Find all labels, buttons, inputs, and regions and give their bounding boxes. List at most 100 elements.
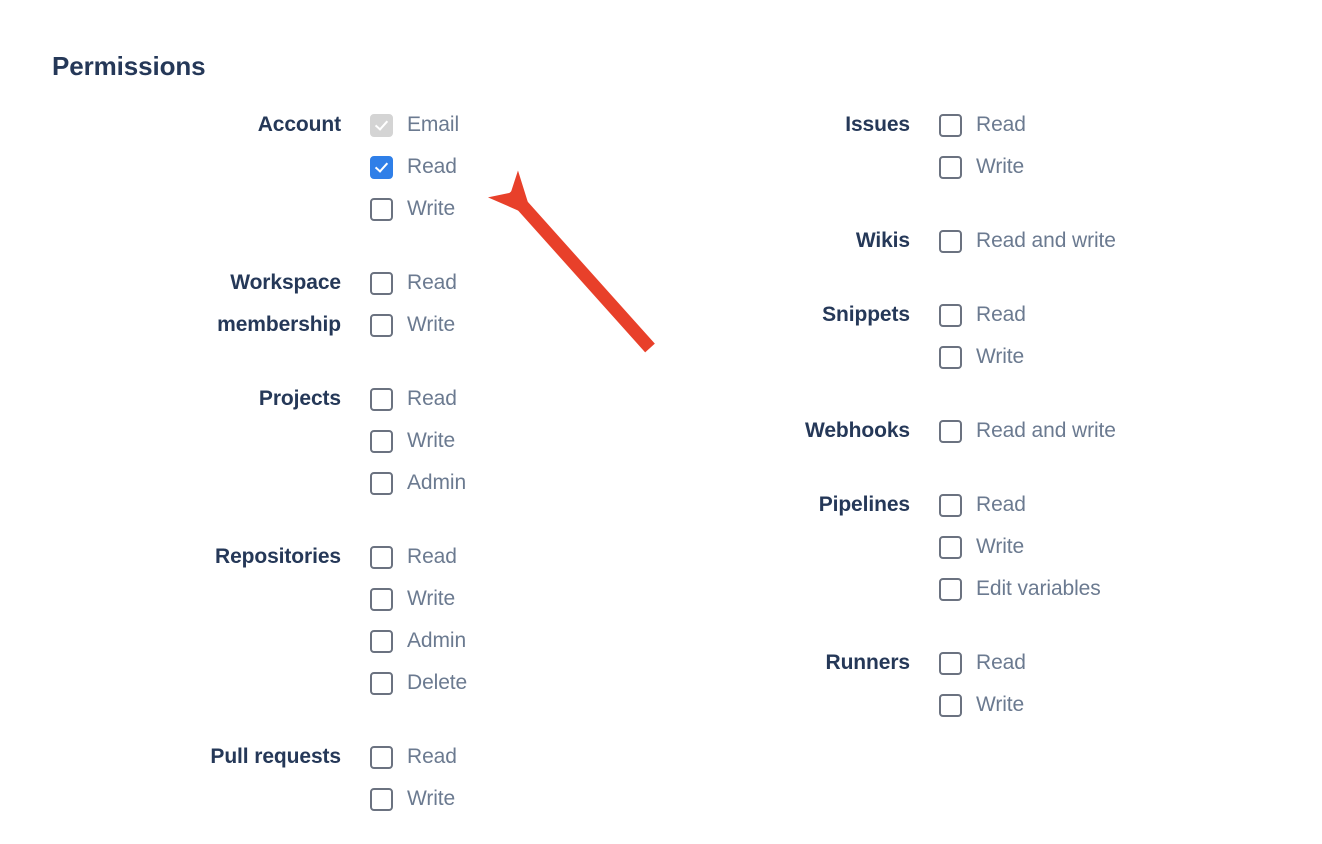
checkbox-read[interactable] (939, 303, 962, 327)
permission-option-label: Read (407, 387, 457, 410)
permission-option-label: Read (407, 745, 457, 768)
checkbox-read-and-write[interactable] (939, 419, 962, 443)
permission-option-label: Write (407, 587, 456, 610)
permission-option-row[interactable]: Write (370, 304, 457, 346)
checkbox-write[interactable] (939, 345, 962, 369)
permission-option-row[interactable]: Read (370, 378, 466, 420)
permission-option-label: Write (407, 197, 456, 220)
permission-option-row[interactable]: Read and write (939, 220, 1116, 262)
checkbox-read[interactable] (370, 545, 393, 569)
permission-option-row[interactable]: Write (939, 684, 1026, 726)
permission-group-label: Workspace membership (217, 271, 341, 336)
permission-option-row[interactable]: Admin (370, 462, 466, 504)
checkbox-admin[interactable] (370, 471, 393, 495)
permission-option-row[interactable]: Read (370, 262, 457, 304)
permission-option-row[interactable]: Email (370, 104, 459, 146)
permission-group-label: Webhooks (805, 419, 910, 442)
permission-option-label: Read (976, 113, 1026, 136)
permission-option-label: Read and write (976, 419, 1116, 442)
permission-option-label: Write (976, 345, 1025, 368)
permission-option-label: Read (976, 493, 1026, 516)
permission-option-label: Admin (407, 471, 467, 494)
checkbox-write[interactable] (939, 155, 962, 179)
permission-group: Webhooks Read and write (660, 410, 1260, 452)
checkbox-write[interactable] (370, 313, 393, 337)
checkbox-read[interactable] (370, 387, 393, 411)
permission-option-label: Admin (407, 629, 467, 652)
checkbox-write[interactable] (939, 693, 962, 717)
permission-option-row[interactable]: Edit variables (939, 568, 1101, 610)
permission-option-row[interactable]: Read (370, 736, 457, 778)
checkbox-read[interactable] (370, 271, 393, 295)
checkbox-read-and-write[interactable] (939, 229, 962, 253)
permission-option-label: Read (976, 651, 1026, 674)
permission-option-label: Write (976, 155, 1025, 178)
permission-option-row[interactable]: Write (370, 778, 457, 820)
permission-option-row[interactable]: Write (370, 420, 466, 462)
permission-option-row[interactable]: Delete (370, 662, 467, 704)
checkbox-read[interactable] (939, 651, 962, 675)
permission-option-row[interactable]: Write (939, 336, 1026, 378)
permission-option-row[interactable]: Read (939, 484, 1101, 526)
permission-option-row[interactable]: Admin (370, 620, 467, 662)
permission-option-label: Write (407, 429, 456, 452)
checkbox-write[interactable] (370, 587, 393, 611)
permission-option-row[interactable]: Read (939, 294, 1026, 336)
checkbox-write[interactable] (370, 787, 393, 811)
permission-option-row[interactable]: Write (939, 526, 1101, 568)
permission-option-label: Write (407, 787, 456, 810)
permission-option-row[interactable]: Read and write (939, 410, 1116, 452)
checkbox-write[interactable] (370, 429, 393, 453)
permission-option-label: Read (407, 271, 457, 294)
checkbox-edit-variables[interactable] (939, 577, 962, 601)
permission-option-row[interactable]: Read (939, 104, 1026, 146)
permission-option-list: Read and write (939, 410, 1116, 452)
permission-group-label: Account (257, 113, 341, 136)
checkbox-write[interactable] (370, 197, 393, 221)
permission-option-label: Read (407, 155, 457, 178)
checkbox-read[interactable] (370, 155, 393, 179)
permission-option-row[interactable]: Read (370, 536, 467, 578)
permission-option-row[interactable]: Read (939, 642, 1026, 684)
permission-group-label: Pipelines (818, 493, 910, 516)
permission-group-label: Pull requests (210, 745, 341, 768)
checkbox-delete[interactable] (370, 671, 393, 695)
permission-option-list: Read and write (939, 220, 1116, 262)
checkbox-admin[interactable] (370, 629, 393, 653)
permission-option-label: Edit variables (976, 577, 1101, 600)
checkbox-read[interactable] (939, 493, 962, 517)
permission-option-label: Write (976, 693, 1025, 716)
permission-option-row[interactable]: Read (370, 146, 459, 188)
permission-option-row[interactable]: Write (370, 188, 459, 230)
permission-option-row[interactable]: Write (370, 578, 467, 620)
permission-option-row[interactable]: Write (939, 146, 1026, 188)
checkbox-email (370, 113, 393, 137)
page-title: Permissions (52, 51, 206, 81)
checkbox-read[interactable] (939, 113, 962, 137)
checkbox-write[interactable] (939, 535, 962, 559)
permission-option-label: Read and write (976, 229, 1116, 252)
permission-option-label: Write (976, 535, 1025, 558)
checkbox-read[interactable] (370, 745, 393, 769)
permission-option-label: Delete (407, 671, 468, 694)
permission-option-label: Read (407, 545, 457, 568)
